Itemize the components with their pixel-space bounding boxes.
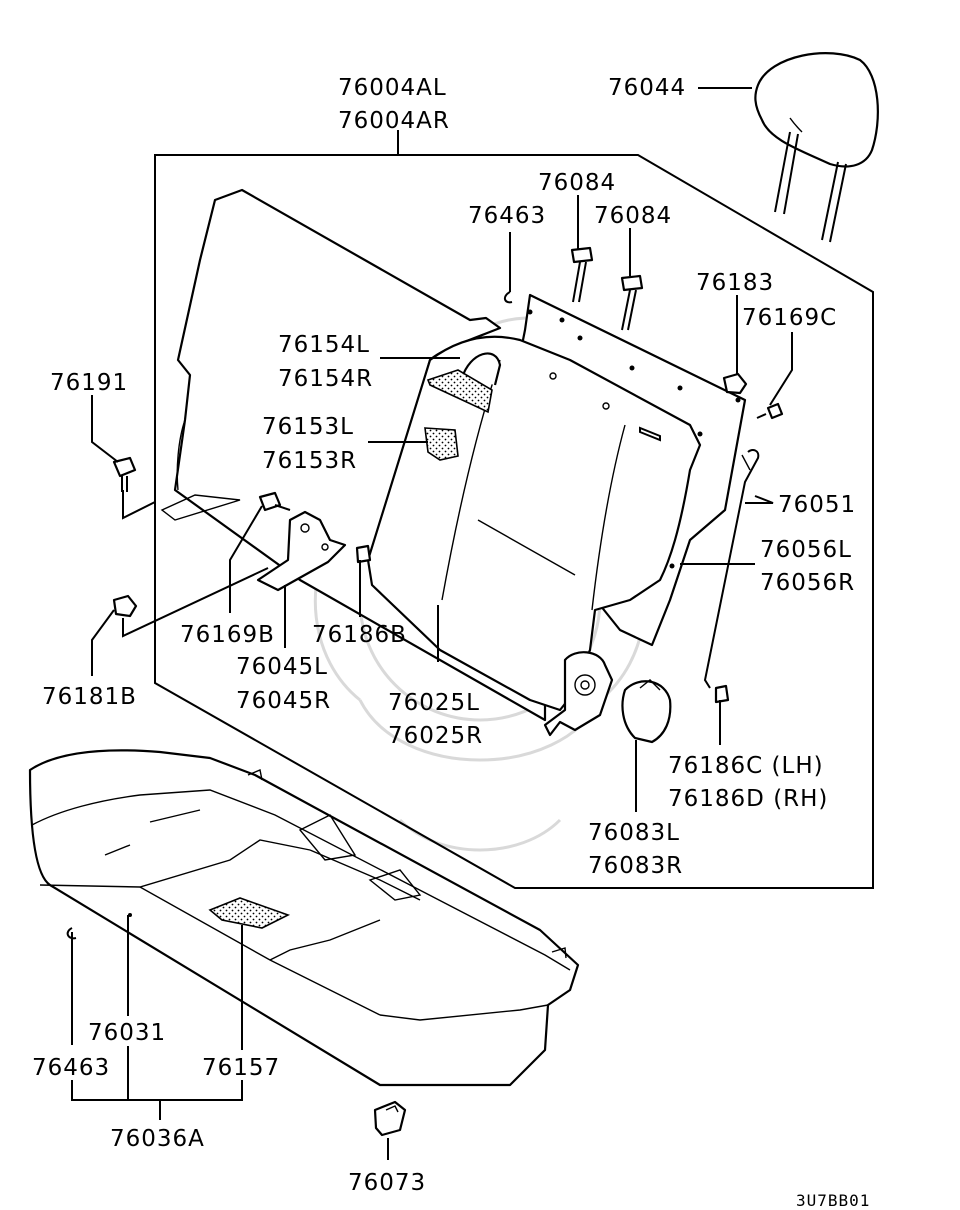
label-76084-a: 76084: [538, 170, 616, 196]
fasteners: [66, 246, 784, 940]
label-76169B: 76169B: [180, 622, 275, 648]
label-76157: 76157: [202, 1055, 280, 1081]
label-76153L: 76153L: [262, 414, 354, 440]
label-76051: 76051: [778, 492, 856, 518]
label-76031: 76031: [88, 1020, 166, 1046]
label-76044: 76044: [608, 75, 686, 101]
pad-76154: [426, 352, 502, 414]
label-76183: 76183: [696, 270, 774, 296]
label-76084-b: 76084: [594, 203, 672, 229]
label-76186D: 76186D (RH): [668, 786, 828, 812]
recliner-cover: [621, 679, 672, 744]
assembly-outline: [154, 154, 874, 889]
label-76186B: 76186B: [312, 622, 407, 648]
label-76045L: 76045L: [236, 654, 328, 680]
lock-rod: [703, 449, 760, 689]
pad-76153: [424, 427, 459, 461]
label-76191: 76191: [50, 370, 128, 396]
label-76463-a: 76463: [468, 203, 546, 229]
part-labels: 76004AL 76004AR 76044 76084 76463 76084 …: [32, 75, 870, 1210]
headrest: [754, 52, 879, 243]
label-76154R: 76154R: [278, 366, 373, 392]
diagram-code: 3U7BB01: [796, 1191, 870, 1210]
label-76004AL: 76004AL: [338, 75, 447, 101]
label-76153R: 76153R: [262, 448, 357, 474]
label-76056R: 76056R: [760, 570, 855, 596]
label-76004AR: 76004AR: [338, 108, 450, 134]
label-76463-b: 76463: [32, 1055, 110, 1081]
hook-part: [373, 1100, 407, 1137]
label-76056L: 76056L: [760, 537, 852, 563]
label-76025R: 76025R: [388, 723, 483, 749]
label-76186C: 76186C (LH): [668, 753, 824, 779]
label-76083R: 76083R: [588, 853, 683, 879]
seat-cushion: [28, 749, 580, 1087]
leader-lines: [71, 87, 793, 1160]
hinge-bracket: [256, 510, 347, 592]
recliner-mechanism: [543, 651, 614, 737]
label-76169C: 76169C: [742, 305, 837, 331]
label-76154L: 76154L: [278, 332, 370, 358]
label-76036A: 76036A: [110, 1126, 205, 1152]
label-76073: 76073: [348, 1170, 426, 1196]
label-76181B: 76181B: [42, 684, 137, 710]
label-76045R: 76045R: [236, 688, 331, 714]
label-76083L: 76083L: [588, 820, 680, 846]
label-76025L: 76025L: [388, 690, 480, 716]
